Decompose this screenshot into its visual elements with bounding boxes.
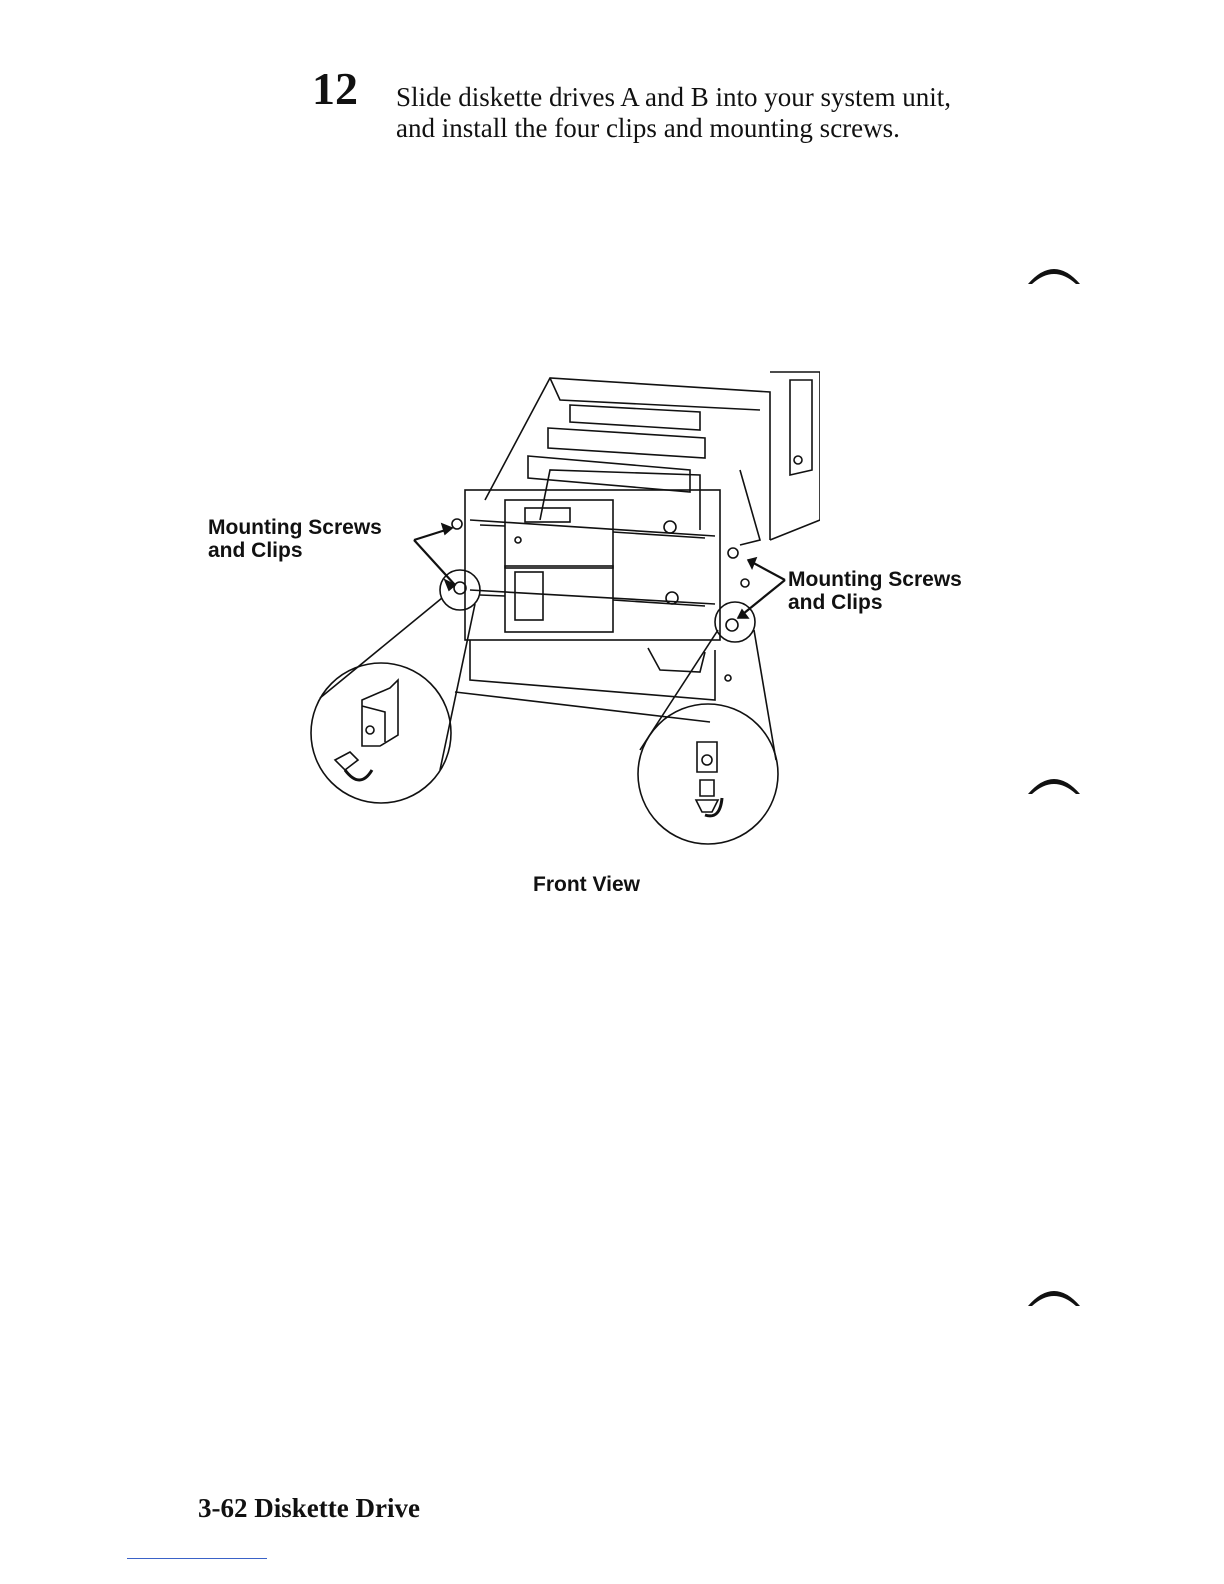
binder-tab-mark-2: [1024, 768, 1084, 798]
callout-right-line-2: and Clips: [788, 591, 962, 614]
step-instruction: Slide diskette drives A and B into your …: [396, 82, 996, 144]
step-number: 12: [312, 66, 358, 112]
callout-mounting-screws-right: Mounting Screws and Clips: [788, 568, 962, 614]
binder-tab-mark-3: [1024, 1280, 1084, 1310]
footer-divider: [127, 1558, 267, 1559]
diskette-drive-illustration: [300, 360, 820, 860]
callout-mounting-screws-left: Mounting Screws and Clips: [208, 516, 382, 562]
binder-tab-mark-1: [1024, 258, 1084, 288]
callout-right-line-1: Mounting Screws: [788, 568, 962, 591]
page-footer: 3-62 Diskette Drive: [198, 1493, 420, 1524]
figure-caption: Front View: [533, 873, 640, 897]
callout-left-line-2: and Clips: [208, 539, 382, 562]
callout-left-line-1: Mounting Screws: [208, 516, 382, 539]
